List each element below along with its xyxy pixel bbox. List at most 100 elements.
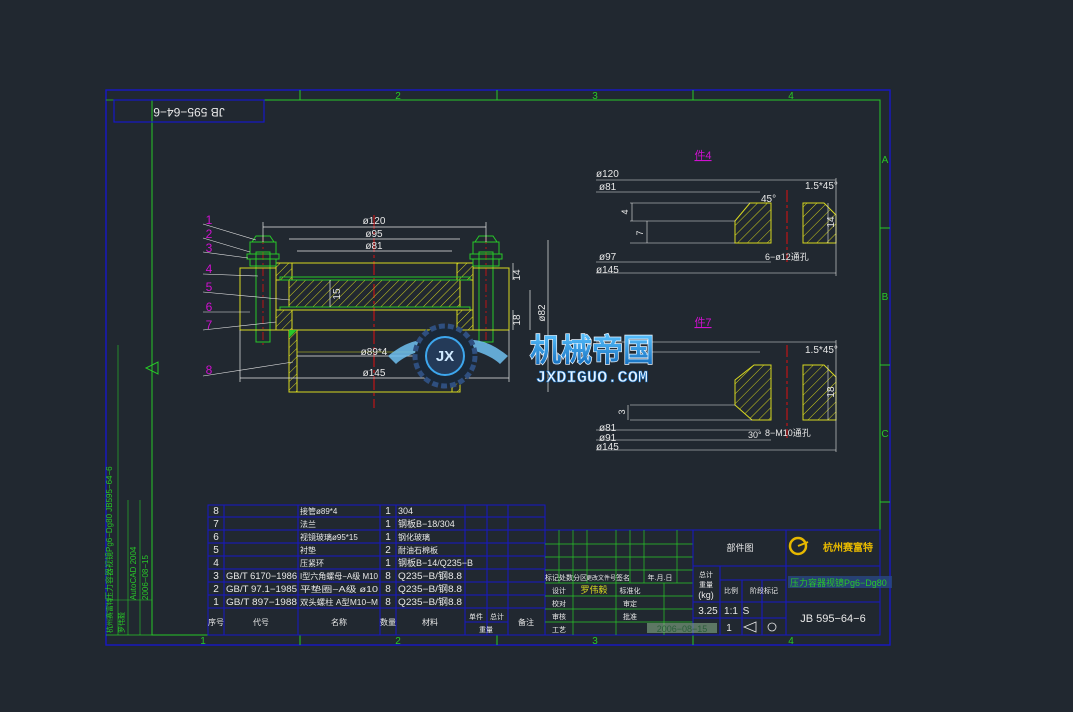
sign-row-standard: 标准化: [620, 586, 641, 595]
bom-mat: 耐油石棉板: [398, 545, 438, 555]
part4-dim-c15: 1.5*45°: [805, 181, 838, 192]
change-record-headers: 标记 处数 分区 更改文件号 签名 年.月.日: [545, 573, 672, 582]
bom-name: 平垫圈−A级 ø10: [300, 584, 379, 594]
bom-mat: Q235−B/钢8.8: [398, 570, 462, 581]
dim-main-d145: ø145: [363, 368, 386, 379]
bom-row-7[interactable]: 7 法兰 1 钢板B−18/304: [213, 518, 455, 530]
bom-row-2[interactable]: 2 GB/T 97.1−1985 平垫圈−A级 ø10 8 Q235−B/钢8.…: [213, 583, 462, 595]
part4-dim-holes: 6−ø12通孔: [765, 252, 809, 262]
part4-dim-d81: ø81: [599, 182, 617, 193]
bom-qty: 1: [385, 532, 391, 543]
bom-mat: Q235−B/钢8.8: [398, 583, 462, 594]
bom-mat: 钢化玻璃: [398, 532, 430, 542]
weight-label-2: 重量: [699, 581, 713, 589]
bom-row-4[interactable]: 4 压紧环 1 钢板B−14/Q235−B: [213, 557, 473, 569]
bom-no: 7: [213, 519, 219, 530]
stage-label: 阶段标记: [750, 586, 778, 595]
zone-right-a: A: [882, 155, 889, 166]
zone-bottom-4: 4: [788, 636, 794, 647]
bom-no: 8: [213, 506, 219, 517]
side-note-date: 2006−08−15: [141, 555, 150, 600]
drawing-tag-code: JB 595−64−6: [153, 105, 225, 119]
bom-name: 视镜玻璃ø95*15: [300, 532, 358, 542]
dim-main-d89: ø89*4: [361, 347, 388, 358]
dim-main-h15: 15: [332, 288, 343, 300]
bom-name: 衬垫: [300, 545, 316, 555]
balloon-6: 6: [206, 300, 213, 314]
part4-dim-h4: 4: [620, 209, 630, 214]
zone-top-3: 3: [592, 91, 598, 102]
designer-name: 罗伟毅: [580, 584, 607, 595]
side-note-company: 杭州赛富特: [105, 598, 114, 633]
scale-value[interactable]: 1:1: [724, 606, 738, 617]
zone-bottom-2: 2: [395, 636, 401, 647]
stage-value[interactable]: S: [743, 606, 750, 617]
dim-main-h14: 14: [512, 269, 523, 281]
company-name: 杭州赛富特: [823, 541, 873, 554]
bom-qty: 1: [385, 558, 391, 569]
weight-unit: (kg): [698, 590, 714, 600]
sign-row-approve: 审定: [623, 599, 637, 608]
balloon-7: 7: [206, 318, 213, 332]
part4-title: 件4: [694, 149, 711, 162]
part7-dim-c15: 1.5*45°: [805, 345, 838, 356]
bom-header-remark: 备注: [518, 617, 534, 627]
sheet-number: 1: [726, 623, 732, 634]
drawing-type: 部件图: [726, 542, 753, 553]
drawing-date[interactable]: 2006−08−15: [657, 624, 708, 634]
scale-label: 比例: [724, 586, 738, 595]
product-name[interactable]: 压力容器视镜Pg6−Dg80: [790, 577, 887, 588]
bom-header-total: 总计: [490, 612, 504, 621]
zone-right-c: C: [881, 429, 888, 440]
watermark-logo: JX: [436, 348, 454, 365]
bom-header-unit: 单件: [469, 612, 483, 621]
part7-dim-threads: 8−M10通孔: [765, 428, 811, 438]
change-header-sign: 签名: [616, 573, 630, 582]
title-block-code: JB 595−64−6: [800, 613, 865, 625]
balloon-3: 3: [206, 241, 213, 255]
balloon-2: 2: [206, 227, 213, 241]
bom-no: 4: [213, 558, 219, 569]
part7-title: 件7: [694, 316, 711, 329]
change-header-count: 处数: [559, 573, 573, 582]
part4-dim-d145: ø145: [596, 265, 619, 276]
bom-name: 双头螺柱 A型M10−M: [300, 597, 378, 607]
bom-name: 接管ø89*4: [300, 506, 338, 516]
bom-qty: 2: [385, 545, 391, 556]
bom-mat: 304: [398, 506, 413, 516]
bom-qty: 1: [385, 506, 391, 517]
bom-no: 1: [213, 597, 219, 608]
part4-dim-h7: 7: [635, 230, 645, 235]
bom-qty: 1: [385, 519, 391, 530]
zone-bottom-3: 3: [592, 636, 598, 647]
balloon-5: 5: [206, 280, 213, 294]
bom-mat: Q235−B/钢8.8: [398, 596, 462, 607]
weight-value[interactable]: 3.25: [698, 606, 718, 617]
bom-mat: 钢板B−18/304: [398, 518, 455, 529]
company-logo-icon: [790, 538, 808, 554]
bom-row-1[interactable]: 1 GB/T 897−1988 双头螺柱 A型M10−M 8 Q235−B/钢8…: [213, 596, 462, 608]
change-header-doc: 更改文件号: [586, 574, 616, 582]
dim-main-d81: ø81: [365, 241, 383, 252]
bom-qty: 8: [385, 571, 391, 582]
bom-no: 3: [213, 571, 219, 582]
bom-row-6[interactable]: 6 视镜玻璃ø95*15 1 钢化玻璃: [213, 532, 430, 543]
part4-dim-d97: ø97: [599, 252, 617, 263]
watermark-url: JXDIGUO.COM: [536, 369, 648, 388]
bom-header-qty: 数量: [380, 617, 396, 627]
zone-right-b: B: [882, 292, 889, 303]
bom-row-3[interactable]: 3 GB/T 6170−1986 I型六角螺母−A级 M10 8 Q235−B/…: [213, 570, 462, 582]
balloon-4: 4: [206, 262, 213, 276]
bom-header-weight: 重量: [479, 626, 493, 634]
bom-header-no: 序号: [208, 617, 224, 627]
bom-row-5[interactable]: 5 衬垫 2 耐油石棉板: [213, 545, 438, 556]
zone-top-4: 4: [788, 91, 794, 102]
bom-name: 压紧环: [300, 559, 324, 568]
bom-header-row: 序号 代号 名称 数量 材料 单件 总计 重量 备注: [208, 612, 534, 634]
weight-label: 总计: [699, 570, 713, 579]
change-header-mark: 标记: [545, 573, 559, 582]
bom-name: 法兰: [300, 519, 316, 529]
bom-name: I型六角螺母−A级 M10: [300, 571, 379, 581]
bom-row-8[interactable]: 8 接管ø89*4 1 304: [213, 506, 413, 517]
